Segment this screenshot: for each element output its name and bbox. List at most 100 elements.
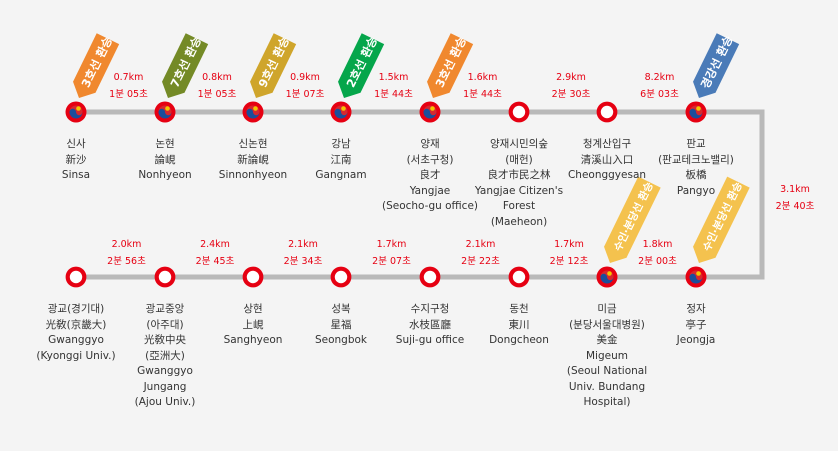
segment-time: 2분 45초 [195,256,235,267]
segment-distance: 0.8km [202,72,232,83]
station-name-line: 亭子 [685,318,707,331]
station-name-line: 신사 [66,138,86,150]
station-name-line: 상현 [243,303,263,315]
station-name-line: Gwanggyo [137,365,193,377]
segment-time: 2분 30초 [551,89,591,100]
station-ring [330,266,352,288]
station-name-line: Dongcheon [489,334,549,346]
station-name-line: 신논현 [238,138,268,150]
station-name-line: (분당서울대병원) [569,318,645,331]
station-name-line: (Seoul National [566,365,648,377]
segment-distance: 1.7km [554,239,584,250]
segment-distance: 2.1km [465,239,496,250]
station-name-line: 양재시민의숲 [490,138,548,150]
station-name-line: 水枝區廳 [409,318,451,331]
station-name-line: 양재 [420,138,440,150]
segment-info: 0.8km 1분 05초 [185,69,249,103]
station-name-line: 성복 [331,303,351,315]
station-marker [65,266,87,288]
station-ring [419,266,441,288]
station-name-line: Cheonggyesan [567,169,647,181]
station-name-line: Pangyo [676,184,716,197]
station-name-line: (Ajou Univ.) [134,396,196,408]
station-name-line: 光敎(京畿大) [45,318,107,331]
transfer-station-marker [685,101,707,123]
segment-time: 1분 05초 [197,89,237,100]
transfer-tag-arrow [250,33,297,98]
station-name-line: Sinsa [61,169,91,181]
station-ring [242,266,264,288]
station-name-line: Nonhyeon [138,169,192,181]
station-name-line: 論峴 [154,153,176,166]
station-name-line: Univ. Bundang [568,380,646,393]
station-name-line: 星福 [330,318,352,331]
transfer-station-marker [596,266,618,288]
station-name-line: Suji-gu office [395,334,465,346]
station-marker [154,266,176,288]
taegeuk-icon [165,106,170,111]
station-name-line: 良才市民之林 [487,169,551,181]
segment-time: 2분 34초 [283,256,323,267]
taegeuk-icon [696,271,701,276]
station-name-line: Sanghyeon [223,334,283,346]
station-name-line: Gwanggyo [48,334,104,346]
station-marker [242,266,264,288]
station-name-line: 板橋 [685,169,707,181]
station-marker [419,266,441,288]
station-name-line: 정자 [686,303,706,315]
station-label: 광교(경기대)光敎(京畿大)Gwanggyo(Kyonggi Univ.) [20,302,132,364]
station-name-line: 東川 [508,318,530,331]
station-name-line: 美金 [596,334,618,346]
station-ring [154,266,176,288]
station-name-line: Seongbok [314,334,368,346]
segment-distance: 2.4km [200,239,230,250]
station-name-line: 판교 [686,138,706,150]
station-name-line: 新沙 [65,153,87,166]
station-name-line: Yangjae [409,184,451,197]
transfer-station-marker [419,101,441,123]
segment-distance: 2.1km [288,239,318,250]
station-name-line: 논현 [155,138,175,150]
segment-info: 0.9km 1분 07초 [273,69,337,103]
station-name-line: (매헌) [505,153,533,166]
transfer-tag-arrow [73,33,120,98]
station-label: 동천 東川 Dongcheon [463,302,575,349]
segment-distance: 0.7km [113,72,144,83]
station-name-line: (Maeheon) [490,215,548,228]
station-ring [508,266,530,288]
station-label: 수지구청 水枝區廳 Suji-gu office [374,302,486,349]
transfer-station-marker [65,101,87,123]
station-name-line: 동천 [509,303,529,315]
station-label: 논현 論峴 Nonhyeon [109,137,221,184]
station-name-line: (판교테크노밸리) [658,153,734,166]
segment-time: 1분 05초 [109,89,148,100]
segment-time: 1분 07초 [285,89,325,100]
transfer-tag: 경강선 환승 [693,33,740,98]
station-marker [508,266,530,288]
segment-distance: 0.9km [290,72,320,83]
segment-distance: 8.2km [644,72,675,83]
station-name-line: 上峴 [242,318,264,331]
station-name-line: (Kyonggi Univ.) [36,349,116,362]
station-name-line: (亞洲大) [145,349,185,362]
transfer-tag-arrow [427,33,474,98]
station-label: 성복 星福 Seongbok [285,302,397,349]
station-marker [508,101,530,123]
taegeuk-icon [253,106,258,111]
station-name-line: Sinnonhyeon [218,169,288,181]
station-name-line: 清溪山入口 [580,153,634,166]
segment-time: 2분 07초 [372,256,411,267]
station-label: 상현 上峴 Sanghyeon [197,302,309,349]
station-name-line: 미금 [597,303,617,315]
segment-distance: 2.0km [111,239,142,250]
taegeuk-icon [430,106,435,111]
station-name-line: 수지구청 [410,303,450,315]
